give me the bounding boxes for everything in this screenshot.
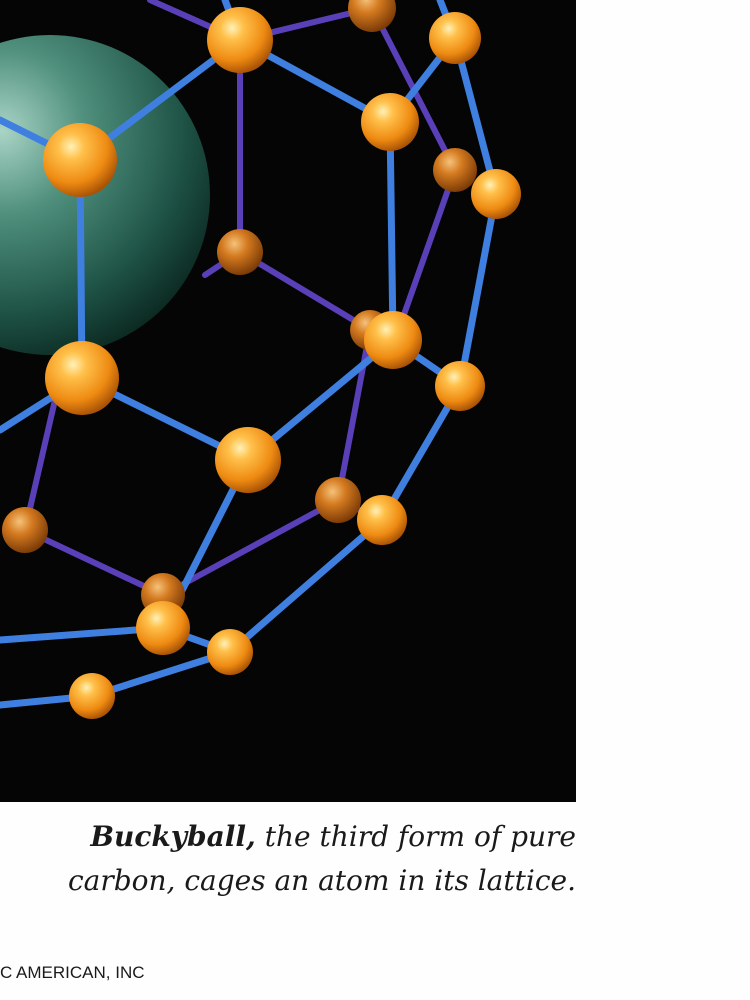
caption-line-1-rest: the third form of pure (255, 820, 576, 853)
caption-line-2: carbon, cages an atom in its lattice. (67, 864, 576, 897)
buckyball-illustration (0, 0, 576, 802)
figure-caption: Buckyball, the third form of pure carbon… (60, 815, 576, 903)
caged-atom-sphere (0, 35, 210, 355)
copyright-credit: C AMERICAN, INC (0, 963, 145, 982)
front-atoms (43, 7, 521, 719)
caption-lead: Buckyball, (90, 820, 256, 853)
caption-line-1: Buckyball, the third form of pure (60, 815, 576, 859)
buckyball-svg (0, 0, 521, 719)
